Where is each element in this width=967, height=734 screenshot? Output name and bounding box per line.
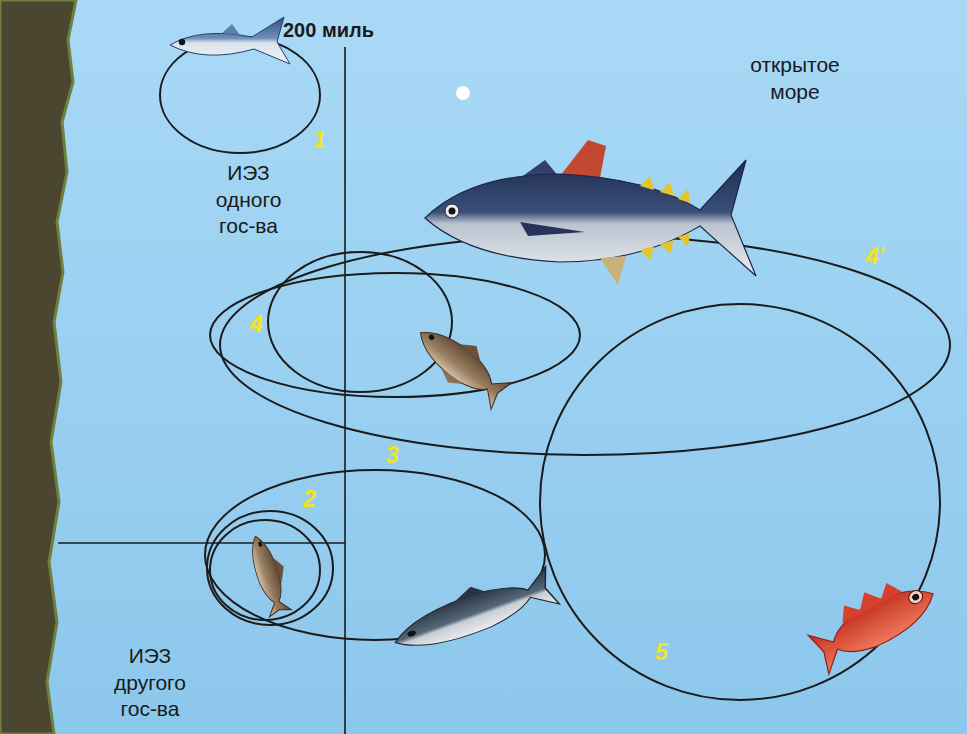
range-ellipse <box>210 520 320 620</box>
stock-ranges <box>160 37 950 700</box>
coastline <box>0 0 76 734</box>
eez-border <box>58 542 345 544</box>
redfish-fish <box>803 564 944 674</box>
cod-fish <box>407 314 516 414</box>
range-ellipse <box>210 273 580 397</box>
callout-number: 2 <box>303 487 316 511</box>
callout-number: 4 <box>250 312 263 336</box>
distance-label: 200 миль <box>283 18 374 43</box>
callout-number: 3 <box>386 443 399 467</box>
callout-number: 5 <box>655 640 668 664</box>
mackerel-fish <box>386 560 559 661</box>
goby-fish <box>244 531 297 617</box>
white-dot <box>456 86 470 100</box>
range-ellipse <box>207 511 333 625</box>
zone-label: ИЭЗ другого гос-ва <box>100 643 200 723</box>
callout-number: 4' <box>866 244 884 268</box>
zone-label: ИЭЗ одного гос-ва <box>201 160 296 240</box>
herring-fish <box>170 17 290 64</box>
zone-label: открытое море <box>735 52 855 105</box>
range-ellipse <box>160 37 320 153</box>
tuna-fish <box>425 140 756 285</box>
range-ellipse <box>220 235 950 455</box>
range-ellipse <box>268 252 452 392</box>
callout-number: 1 <box>313 128 326 152</box>
